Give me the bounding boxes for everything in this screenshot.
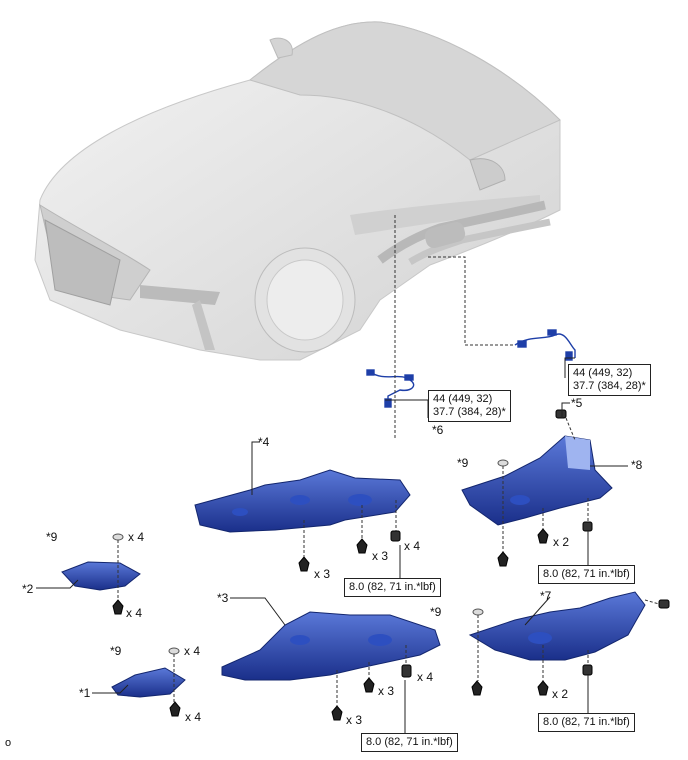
corner-mark: o xyxy=(5,737,12,749)
bolt-icon xyxy=(390,409,670,678)
callout-9: *9 xyxy=(110,644,122,658)
torque-box-cover-4: 8.0 (82, 71 in.*lbf) xyxy=(344,578,441,597)
quantity-label: x 4 xyxy=(417,670,434,684)
callout-4: *4 xyxy=(258,435,270,449)
quantity-label: x 4 xyxy=(184,644,201,658)
quantity-label: x 3 xyxy=(378,684,395,698)
callout-9: *9 xyxy=(457,456,469,470)
leader-lines-solid xyxy=(36,357,628,733)
exhaust-pipe xyxy=(377,200,551,266)
callout-7: *7 xyxy=(540,589,552,603)
quantity-label: x 3 xyxy=(372,549,389,563)
callout-2: *2 xyxy=(22,582,34,596)
torque-box-cover-3: 8.0 (82, 71 in.*lbf) xyxy=(361,733,458,752)
sensor-icon xyxy=(514,329,576,361)
callout-9: *9 xyxy=(430,605,442,619)
sensor-icon xyxy=(366,369,415,408)
torque-line: 8.0 (82, 71 in.*lbf) xyxy=(366,736,453,748)
torque-box-cover-8: 8.0 (82, 71 in.*lbf) xyxy=(538,565,635,584)
torque-box-cover-7: 8.0 (82, 71 in.*lbf) xyxy=(538,713,635,732)
engine-under-cover-8 xyxy=(461,435,613,526)
torque-line: 37.7 (384, 28)* xyxy=(573,380,646,392)
quantity-label: x 4 xyxy=(185,710,202,724)
torque-box-sensor-6: 44 (449, 32) 37.7 (384, 28)* xyxy=(428,390,511,422)
callout-1: *1 xyxy=(79,686,91,700)
torque-line: 8.0 (82, 71 in.*lbf) xyxy=(543,568,630,580)
quantity-label: x 3 xyxy=(346,713,363,727)
quantity-label: x 2 xyxy=(553,535,570,549)
torque-line: 8.0 (82, 71 in.*lbf) xyxy=(349,581,436,593)
torque-line: 44 (449, 32) xyxy=(573,367,633,379)
engine-under-cover-7 xyxy=(468,591,646,661)
car-body xyxy=(34,21,561,361)
engine-under-cover-3 xyxy=(221,611,441,681)
quantity-label: x 2 xyxy=(552,687,569,701)
engine-under-cover-1 xyxy=(111,667,186,698)
callout-8: *8 xyxy=(631,458,643,472)
callout-9: *9 xyxy=(46,530,58,544)
torque-line: 8.0 (82, 71 in.*lbf) xyxy=(543,716,630,728)
callout-3: *3 xyxy=(217,591,229,605)
callout-6: *6 xyxy=(432,423,444,437)
leader-lines-dashed xyxy=(394,215,515,440)
torque-line: 44 (449, 32) xyxy=(433,393,493,405)
quantity-label: x 4 xyxy=(128,530,145,544)
engine-under-cover-4 xyxy=(194,469,411,533)
quantity-label: x 3 xyxy=(314,567,331,581)
screw-grommet-icon xyxy=(112,528,549,721)
callout-5: *5 xyxy=(571,396,583,410)
leader-lines-fastener xyxy=(117,417,660,706)
quantity-label: x 4 xyxy=(404,539,421,553)
torque-line: 37.7 (384, 28)* xyxy=(433,406,506,418)
torque-box-sensor-5: 44 (449, 32) 37.7 (384, 28)* xyxy=(568,364,651,396)
engine-under-cover-2 xyxy=(61,561,141,591)
quantity-label: x 4 xyxy=(126,606,143,620)
